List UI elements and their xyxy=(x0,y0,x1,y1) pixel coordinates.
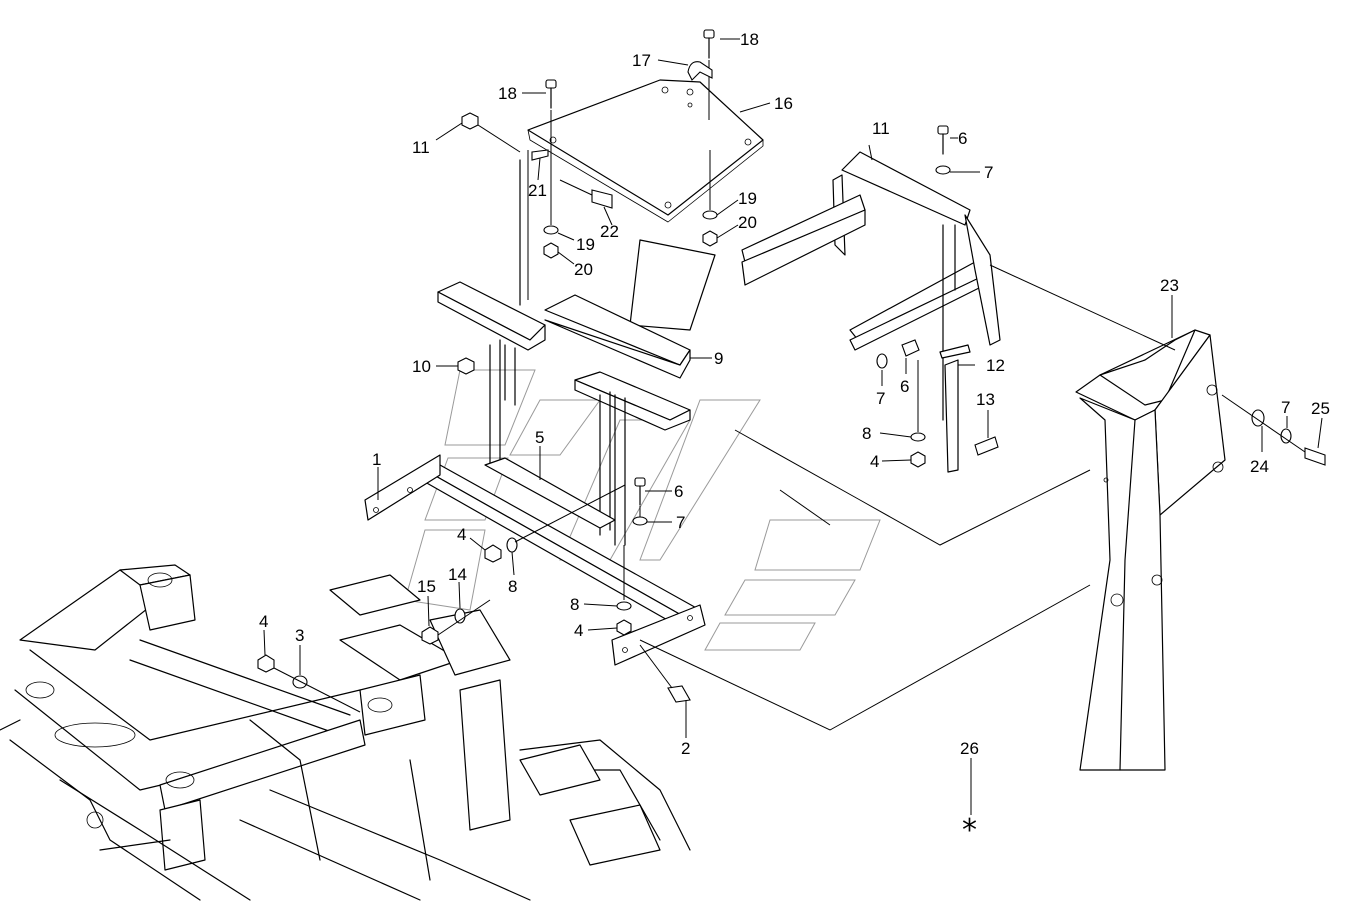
part-9-upper-bracket xyxy=(437,159,716,546)
callout-5: 5 xyxy=(535,428,544,447)
part-23-side-panel xyxy=(1075,329,1226,771)
callout-11: 11 xyxy=(412,138,430,157)
callout-4: 4 xyxy=(574,621,583,640)
callout-3: 3 xyxy=(295,626,304,645)
callout-25: 25 xyxy=(1311,399,1330,418)
callout-18: 18 xyxy=(498,84,517,103)
part-11-right-frame xyxy=(741,151,1001,473)
callout-19: 19 xyxy=(738,189,757,208)
chassis-frame xyxy=(0,564,691,901)
callout-12: 12 xyxy=(986,356,1005,375)
callout-26: 26 xyxy=(960,739,979,758)
callout-7: 7 xyxy=(984,163,993,182)
part-16-cover-plate xyxy=(527,79,764,223)
callout-labels: 18 17 18 16 11 21 19 20 22 19 20 9 10 11… xyxy=(259,30,1330,848)
callout-leaders xyxy=(263,38,1323,815)
callout-17: 17 xyxy=(632,51,651,70)
callout-20: 20 xyxy=(738,213,757,232)
callout-20: 20 xyxy=(574,260,593,279)
callout-23: 23 xyxy=(1160,276,1179,295)
callout-18: 18 xyxy=(740,30,759,49)
callout-14: 14 xyxy=(448,565,467,584)
callout-6: 6 xyxy=(958,129,967,148)
callout-8: 8 xyxy=(508,577,517,596)
callout-16: 16 xyxy=(774,94,793,113)
assembly-leader-lines xyxy=(527,150,1176,731)
callout-4: 4 xyxy=(457,525,466,544)
callout-11: 11 xyxy=(872,119,890,138)
callout-1: 1 xyxy=(372,450,381,469)
callout-8: 8 xyxy=(570,595,579,614)
callout-4: 4 xyxy=(259,612,268,631)
callout-22: 22 xyxy=(600,222,619,241)
callout-10: 10 xyxy=(412,357,431,376)
callout-2: 2 xyxy=(681,739,690,758)
callout-15: 15 xyxy=(417,577,436,596)
callout-7: 7 xyxy=(876,389,885,408)
asterisk-mark: * xyxy=(962,813,977,848)
callout-6: 6 xyxy=(900,377,909,396)
callout-24: 24 xyxy=(1250,457,1269,476)
callout-6: 6 xyxy=(674,482,683,501)
callout-8: 8 xyxy=(862,424,871,443)
callout-7: 7 xyxy=(676,513,685,532)
callout-4: 4 xyxy=(870,452,879,471)
callout-13: 13 xyxy=(976,390,995,409)
callout-21: 21 xyxy=(528,181,547,200)
callout-9: 9 xyxy=(714,349,723,368)
callout-7: 7 xyxy=(1281,398,1290,417)
callout-19: 19 xyxy=(576,235,595,254)
hardware xyxy=(257,29,1326,713)
